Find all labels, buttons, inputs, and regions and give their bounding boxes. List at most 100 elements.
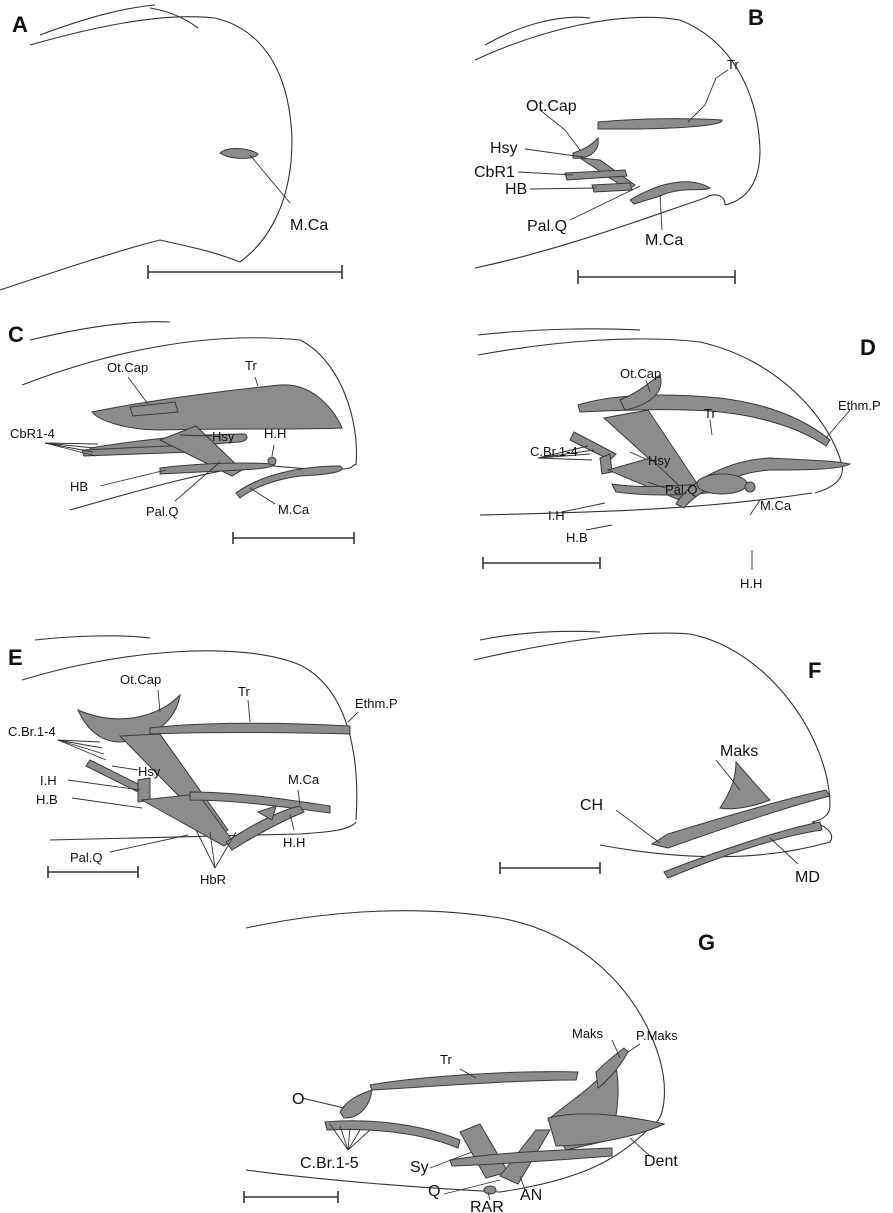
hypobranchial — [592, 183, 632, 192]
c-br-1-4-label-d: C.Br.1-4 — [530, 444, 578, 459]
ot-cap-label-d: Ot.Cap — [620, 366, 661, 381]
hb-leader-c — [100, 470, 166, 486]
h-b-label-d: H.B — [566, 530, 588, 545]
tr-leader-line — [688, 70, 728, 122]
h-b-leader-d — [586, 525, 612, 530]
panel-b-label: B — [748, 5, 764, 30]
ot-cap-leader-e — [158, 690, 160, 712]
hb-label-c: HB — [70, 479, 88, 494]
hsy-label-c: Hsy — [212, 429, 235, 444]
i-h-label-e: I.H — [40, 773, 57, 788]
dentary-g — [548, 1114, 664, 1146]
md-leader-f — [770, 838, 798, 864]
p-maks-leader-g — [628, 1044, 640, 1052]
tr-leader-c — [255, 377, 258, 386]
pal-q-label-e: Pal.Q — [70, 850, 103, 865]
panel-e-label: E — [8, 645, 23, 670]
hypohyal-c — [268, 457, 276, 465]
panel-c: C Ot.Cap Tr Hsy CbR1-4 H.H HB Pal.Q M.Ca — [8, 322, 357, 544]
panel-g: G Tr Maks P.Maks O C.Br.1-5 Sy Dent Q A — [244, 911, 715, 1213]
hb-leader-line — [530, 188, 596, 189]
trabecula-g — [370, 1072, 578, 1090]
hsy-label-e: Hsy — [138, 764, 161, 779]
o-label-g: O — [292, 1091, 304, 1108]
pal-q-label-c: Pal.Q — [146, 504, 179, 519]
panel-e: E Ot.Cap Tr Ethm.P C.Br.1-4 Hsy I.H M.Ca… — [8, 636, 398, 887]
maxilla-f — [720, 762, 770, 809]
cbr1-label: CbR1 — [474, 164, 515, 181]
panel-f-head-top-outline — [480, 631, 600, 640]
otic-capsule-e — [78, 695, 180, 742]
dent-label-g: Dent — [644, 1153, 678, 1170]
tr-leader-d — [710, 420, 712, 435]
ethm-p-leader-d — [826, 410, 850, 438]
panel-f-head-outline — [474, 633, 830, 822]
ot-cap-label-e: Ot.Cap — [120, 672, 161, 687]
hb-label: HB — [505, 181, 527, 198]
otic-capsule — [573, 138, 598, 158]
h-b-leader-e — [72, 798, 142, 808]
hsy-leader-e — [112, 766, 138, 770]
c-br-1-4-label-e: C.Br.1-4 — [8, 724, 56, 739]
panel-b-head-top-outline — [485, 17, 590, 45]
i-h-leader-d — [562, 503, 605, 512]
panel-c-head-top-outline — [30, 322, 170, 340]
c-br-1-5-label-g: C.Br.1-5 — [300, 1155, 359, 1172]
trabecula — [598, 119, 722, 129]
panel-a-ventral-curve — [160, 240, 240, 262]
panel-f-label: F — [808, 658, 821, 683]
panel-g-label: G — [698, 930, 715, 955]
hypohyal-d — [745, 482, 755, 492]
ceratobranchials-g — [325, 1121, 460, 1148]
h-h-label-e: H.H — [283, 835, 305, 850]
panel-a-label: A — [12, 12, 28, 37]
tr-label-e: Tr — [238, 684, 250, 699]
ceratobranchials-e — [86, 760, 142, 792]
maks-label-f: Maks — [720, 743, 758, 760]
meckels-cartilage-c — [236, 466, 342, 498]
q-label-g: Q — [428, 1183, 440, 1200]
hsy-label-d: Hsy — [648, 453, 671, 468]
pal-q-label: Pal.Q — [527, 218, 567, 235]
tr-label-g: Tr — [440, 1052, 452, 1067]
hbr-label-e: HbR — [200, 872, 226, 887]
panel-c-label: C — [8, 322, 24, 347]
m-ca-leader-d — [750, 500, 760, 515]
panel-e-head-top-outline — [35, 636, 150, 640]
ceratohyal-d — [697, 474, 747, 494]
i-h-label-d: I.H — [548, 508, 565, 523]
tr-label-c: Tr — [245, 358, 257, 373]
m-ca-label-e: M.Ca — [288, 772, 320, 787]
md-label-f: MD — [795, 869, 820, 886]
tr-leader-e — [248, 700, 250, 722]
h-h-label-d: H.H — [740, 576, 762, 591]
ethm-p-leader-e — [348, 712, 358, 722]
panel-d-head-top-outline — [478, 329, 640, 335]
h-h-leader-c — [272, 445, 274, 456]
cbr1-4-label-c: CbR1-4 — [10, 426, 55, 441]
panel-d: D Ot.Cap Tr Ethm.P C.Br.1-4 Hsy Pal.Q M.… — [478, 329, 881, 591]
panel-a-ventral-outline — [0, 240, 160, 290]
m-ca-leader-line — [250, 155, 290, 203]
panel-d-label: D — [860, 335, 876, 360]
maks-label-g: Maks — [572, 1026, 604, 1041]
m-ca-label-d: M.Ca — [760, 498, 792, 513]
p-maks-label-g: P.Maks — [636, 1028, 678, 1043]
m-ca-leader-c — [250, 488, 275, 504]
ch-leader-f — [616, 810, 660, 843]
pal-q-label-d: Pal.Q — [665, 482, 698, 497]
sy-label-g: Sy — [410, 1159, 429, 1176]
trabecula-e — [150, 723, 350, 734]
hsy-label: Hsy — [490, 140, 518, 157]
ethm-p-label-d: Ethm.P — [838, 398, 881, 413]
panel-b: B Tr Ot.Cap Hsy CbR1 HB Pal.Q M.Ca — [474, 5, 764, 284]
orbital-g — [340, 1090, 372, 1118]
m-ca-label: M.Ca — [290, 217, 328, 234]
tr-label: Tr — [727, 57, 739, 72]
m-ca-label-b: M.Ca — [645, 232, 683, 249]
panel-f: F Maks CH MD — [474, 631, 832, 886]
ch-label-f: CH — [580, 797, 603, 814]
tr-label-d: Tr — [704, 406, 716, 421]
symplectic-g — [460, 1124, 508, 1178]
